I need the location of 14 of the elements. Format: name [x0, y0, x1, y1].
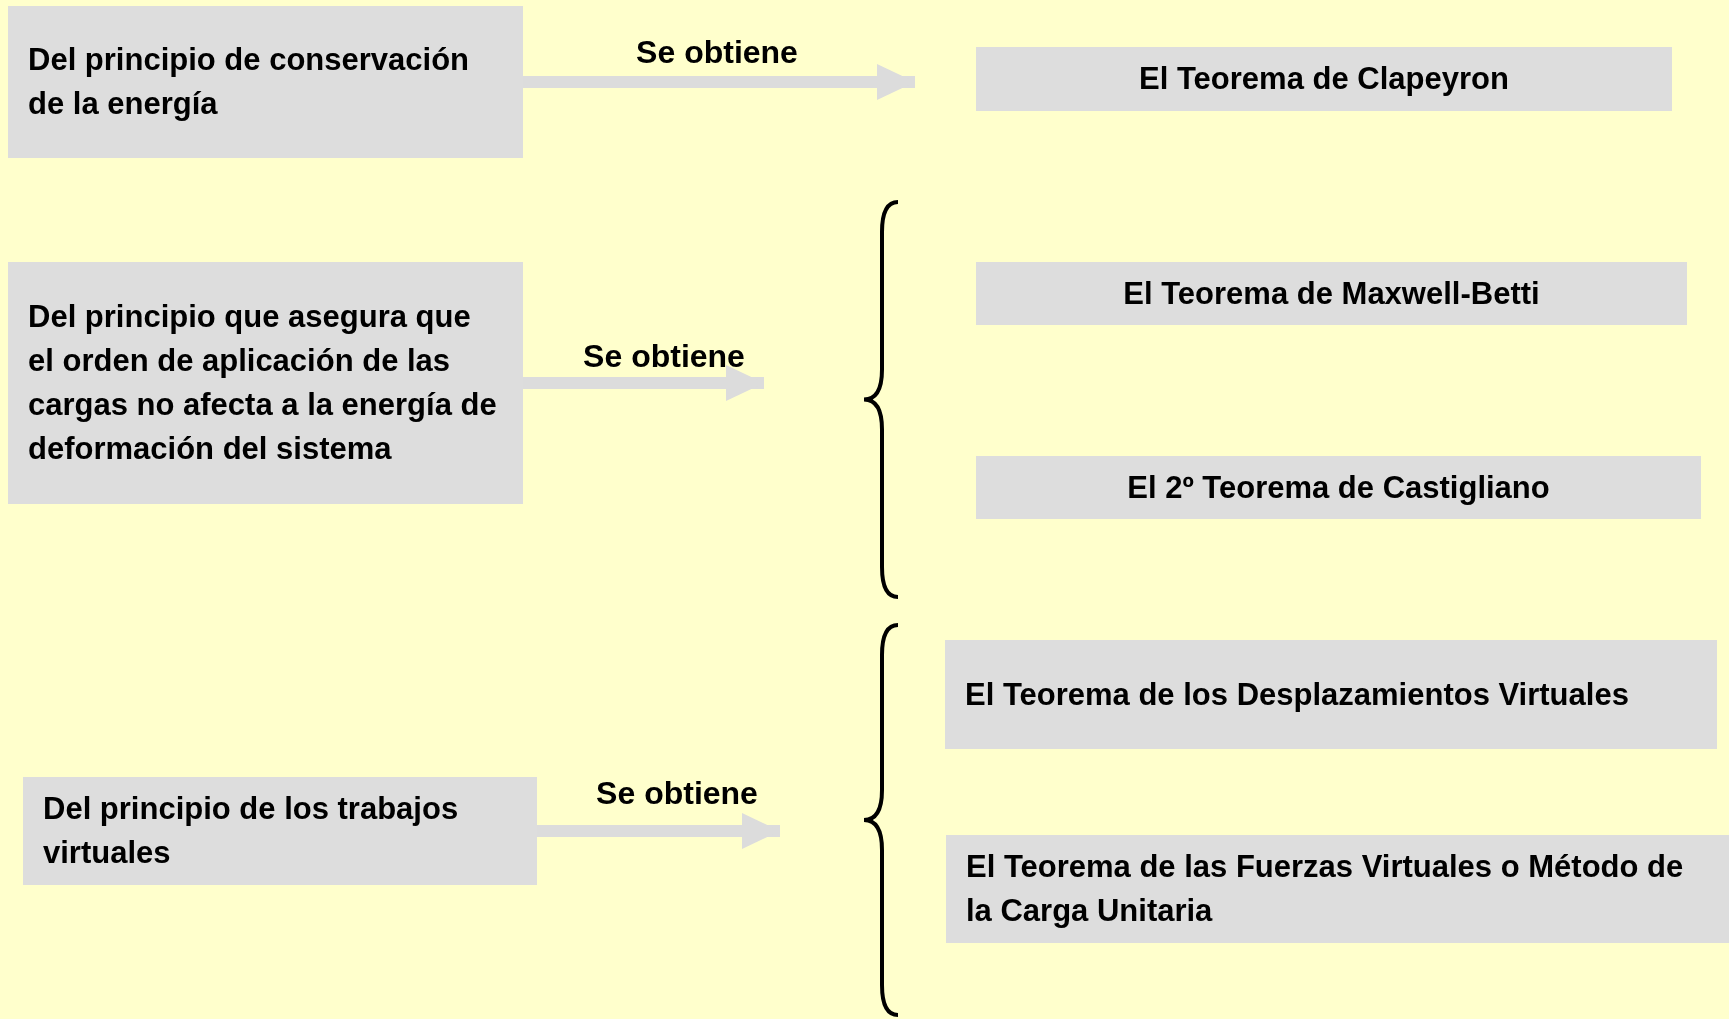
edge-label: Se obtiene [636, 36, 798, 68]
text-box: El Teorema de las Fuerzas Virtuales o Método de la Carga Unitaria [946, 835, 1729, 943]
text-box: Del principio que asegura que el orden de aplicación de las cargas no afecta a la energía de deformación del sistema [8, 262, 523, 504]
arrow [523, 64, 915, 100]
edge-label: Se obtiene [583, 340, 745, 372]
text-box: Del principio de los trabajos virtuales [23, 777, 537, 885]
text-box: Del principio de conservación de la energía [8, 6, 523, 158]
text-box: El 2º Teorema de Castigliano [976, 456, 1701, 519]
text-box: El Teorema de los Desplazamientos Virtuales [945, 640, 1717, 749]
arrow [537, 813, 780, 849]
arrow [523, 365, 764, 401]
text-box: El Teorema de Maxwell-Betti [976, 262, 1687, 325]
edge-label: Se obtiene [596, 777, 758, 809]
text-box: El Teorema de Clapeyron [976, 47, 1672, 111]
